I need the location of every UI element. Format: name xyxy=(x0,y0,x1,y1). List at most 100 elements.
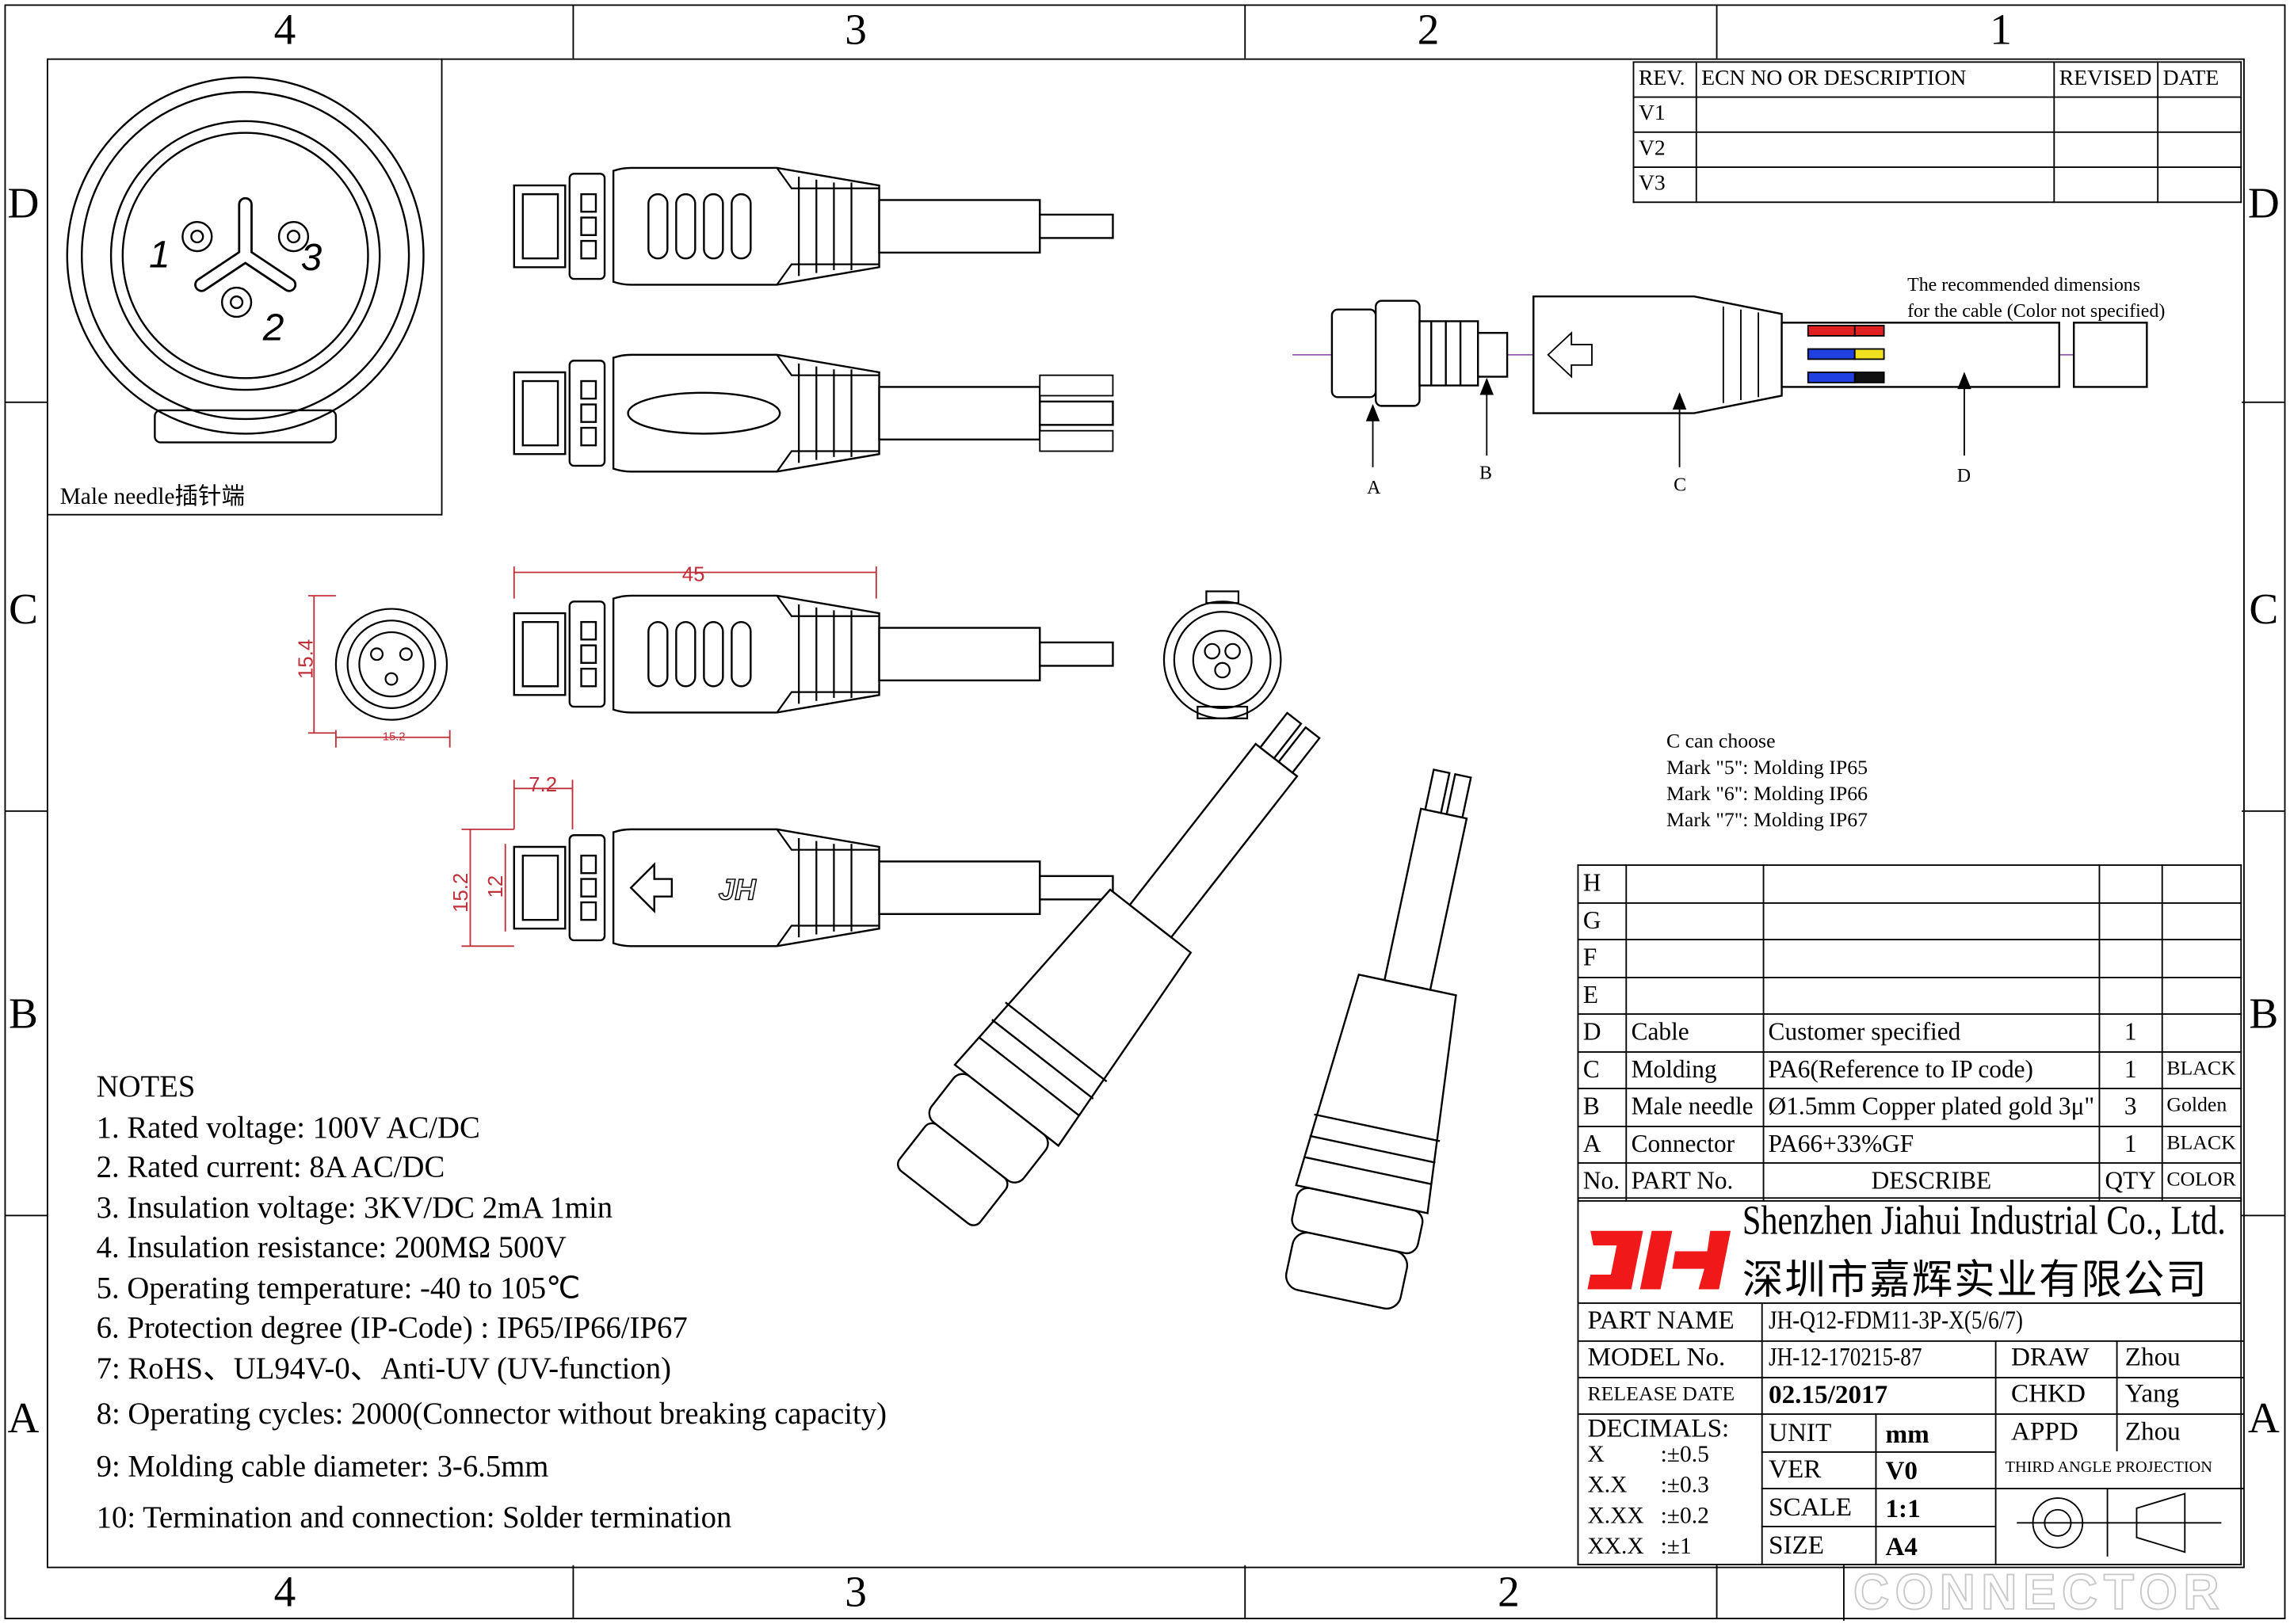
unit-value: mm xyxy=(1885,1419,1929,1449)
bom-cell: G xyxy=(1577,902,1628,940)
notes: NOTES 1. Rated voltage: 100V AC/DC 2. Ra… xyxy=(97,1067,887,1538)
zone-row-label: A xyxy=(7,1394,40,1443)
zone-col-label: 2 xyxy=(1417,6,1440,55)
side-view-rotated xyxy=(513,353,1114,473)
bom-cell: 1 xyxy=(2098,1013,2162,1052)
zone-divider xyxy=(4,810,47,812)
bom-cell xyxy=(2160,902,2242,940)
rev-cell xyxy=(2053,96,2159,133)
zone-col-label: 1 xyxy=(1990,6,2012,55)
rev-cell xyxy=(2157,131,2242,168)
tolerance-value: :±0.3 xyxy=(1660,1473,1709,1499)
male-needle-face-drawing: 1 3 2 xyxy=(66,76,425,444)
unit-label: UNIT xyxy=(1768,1417,1832,1447)
zone-col-label: 2 xyxy=(1498,1568,1520,1617)
zone-divider xyxy=(2242,810,2284,812)
pin-number: 3 xyxy=(301,237,323,279)
face-view-label: Male needle插针端 xyxy=(59,484,245,510)
callout-c: C xyxy=(1674,475,1686,495)
zone-col-label: 4 xyxy=(273,1568,296,1617)
release-date-label: RELEASE DATE xyxy=(1587,1384,1735,1406)
bom-cell: Ø1.5mm Copper plated gold 3μ" xyxy=(1762,1088,2101,1127)
face-view-box xyxy=(46,58,443,516)
callout-a: A xyxy=(1367,478,1381,498)
tolerance-format: X.X xyxy=(1587,1473,1628,1499)
pin-number: 1 xyxy=(149,234,170,276)
part-name-value: JH-Q12-FDM11-3P-X(5/6/7) xyxy=(1768,1305,2023,1335)
cable-note-line2: for the cable (Color not specified) xyxy=(1907,301,2165,322)
rev-cell xyxy=(1695,96,2055,133)
revision-table: REV. ECN NO OR DESCRIPTION REVISED DATE … xyxy=(1632,61,2242,204)
bom-cell: PA66+33%GF xyxy=(1762,1125,2101,1164)
zone-divider xyxy=(1716,1565,1718,1618)
tolerance-format: X xyxy=(1587,1442,1605,1468)
dimension-nut-length: 7.2 xyxy=(529,774,557,796)
scale-label: SCALE xyxy=(1768,1492,1853,1522)
draw-value: Zhou xyxy=(2124,1341,2181,1371)
bom-cell xyxy=(2160,976,2242,1015)
zone-divider xyxy=(2242,401,2284,403)
company-name-en: Shenzhen Jiahui Industrial Co., Ltd. xyxy=(1742,1199,2226,1245)
zone-row-label: B xyxy=(2249,989,2279,1039)
model-value: JH-12-170215-87 xyxy=(1768,1341,1922,1371)
note-item: 4. Insulation resistance: 200MΩ 500V xyxy=(96,1229,567,1265)
size-label: SIZE xyxy=(1768,1530,1825,1560)
size-value: A4 xyxy=(1885,1531,1918,1561)
bom-cell: BLACK xyxy=(2160,1050,2242,1089)
bom-cell: 1 xyxy=(2098,1125,2162,1164)
zone-divider xyxy=(2242,1214,2284,1217)
molding-logo: JH xyxy=(719,873,757,905)
third-angle-projection-symbol xyxy=(2017,1489,2222,1557)
chkd-label: CHKD xyxy=(2010,1378,2086,1408)
zone-divider xyxy=(1244,4,1246,59)
zone-row-label: D xyxy=(7,179,40,228)
bom-cell xyxy=(1625,939,1765,978)
callout-d: D xyxy=(1957,466,1971,486)
bom-cell xyxy=(2160,939,2242,978)
zone-row-label: C xyxy=(9,585,38,634)
molding-option: Mark "5": Molding IP65 xyxy=(1666,757,1868,780)
bom-header-cell: No. xyxy=(1577,1162,1628,1201)
bom-cell xyxy=(1762,864,2101,903)
zone-row-label: C xyxy=(2249,585,2279,634)
dimension-length: 45 xyxy=(682,564,705,586)
zone-divider xyxy=(1244,1565,1246,1618)
bom-cell: Male needle xyxy=(1625,1088,1765,1127)
zone-divider xyxy=(4,401,47,403)
tolerance-value: :±1 xyxy=(1660,1534,1692,1560)
bom-cell xyxy=(1625,864,1765,903)
part-name-label: PART NAME xyxy=(1587,1305,1735,1335)
appd-label: APPD xyxy=(2010,1416,2078,1446)
cable-note-line1: The recommended dimensions xyxy=(1907,275,2140,295)
tolerance-format: X.XX xyxy=(1587,1504,1644,1529)
bom-cell: Connector xyxy=(1625,1125,1765,1164)
bom-cell xyxy=(2098,939,2162,978)
bom-cell: PA6(Reference to IP code) xyxy=(1762,1050,2101,1089)
bom-cell: 3 xyxy=(2098,1088,2162,1127)
zone-divider xyxy=(1716,4,1718,59)
bom-row: H xyxy=(1577,864,2242,903)
bom-cell: Golden xyxy=(2160,1088,2242,1127)
note-item: 8: Operating cycles: 2000(Connector with… xyxy=(96,1396,887,1431)
molding-option: Mark "6": Molding IP66 xyxy=(1666,783,1868,806)
bom-cell: D xyxy=(1577,1013,1628,1052)
bom-cell: B xyxy=(1577,1088,1628,1127)
dimension-outer-height: 15.2 xyxy=(450,873,472,913)
note-item: 1. Rated voltage: 100V AC/DC xyxy=(96,1108,480,1145)
rev-header: REV. xyxy=(1632,61,1697,98)
rev-cell xyxy=(2157,96,2242,133)
zone-row-label: D xyxy=(2247,179,2280,228)
rev-cell xyxy=(2053,131,2159,168)
bom-cell: 1 xyxy=(2098,1050,2162,1089)
chkd-value: Yang xyxy=(2124,1378,2180,1408)
title-block: PART NAME JH-Q12-FDM11-3P-X(5/6/7) MODEL… xyxy=(1577,1303,2244,1565)
projection-label: THIRD ANGLE PROJECTION xyxy=(2005,1458,2212,1477)
bom-cell xyxy=(2160,864,2242,903)
tolerance-format: XX.X xyxy=(1587,1534,1644,1560)
bom-cell: BLACK xyxy=(2160,1125,2242,1164)
